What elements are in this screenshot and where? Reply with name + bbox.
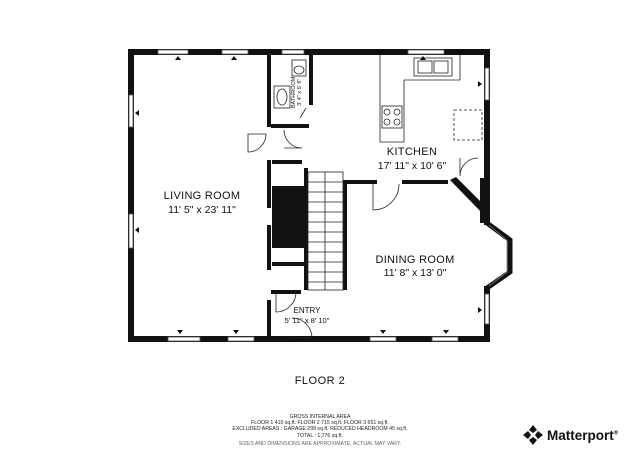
living-room-dims: 11' 5" x 23' 11" <box>168 204 236 216</box>
bathroom-fixtures <box>273 59 307 109</box>
bathroom-dims: 3' 4" x 5' 9" <box>297 78 303 106</box>
area-total: TOTAL : 1,776 sq.ft. <box>296 432 344 439</box>
kitchen-counters <box>379 55 461 143</box>
wall-markers <box>135 56 482 334</box>
kitchen-name: KITCHEN <box>386 146 438 158</box>
area-heading: GROSS INTERNAL AREA <box>289 414 351 420</box>
doors <box>247 107 479 339</box>
area-disclaimer: SIZES AND DIMENSIONS ARE APPROXIMATE, AC… <box>238 440 402 447</box>
interior-walls <box>267 55 487 338</box>
area-summary: GROSS INTERNAL AREA FLOOR 1 410 sq.ft. F… <box>232 414 407 447</box>
floor-title: FLOOR 2 <box>294 375 346 387</box>
dining-room-name: DINING ROOM <box>375 254 455 266</box>
brand-name: Matterport® <box>547 427 619 443</box>
entry-name: ENTRY <box>293 306 321 315</box>
kitchen-dims: 17' 11" x 10' 6" <box>377 160 447 172</box>
living-room-name: LIVING ROOM <box>163 190 241 202</box>
entry-dims: 5' 11" x 8' 10" <box>284 316 330 325</box>
area-floors: FLOOR 1 410 sq.ft. FLOOR 2 715 sq.ft. FL… <box>251 420 389 427</box>
matterport-logo: Matterport® <box>522 424 618 446</box>
windows <box>128 49 490 342</box>
area-excluded: EXCLUDED AREAS : GARAGE 299 sq.ft. REDUC… <box>232 426 408 433</box>
staircase <box>307 171 344 291</box>
matterport-mark-icon <box>523 425 543 445</box>
dining-room-dims: 11' 8" x 13' 0" <box>383 267 447 279</box>
kitchen-island <box>453 109 483 141</box>
bay-window <box>485 220 513 291</box>
bay-window-glass <box>488 224 508 287</box>
bathroom-label: BATHROOM 3' 4" x 5' 9" <box>291 77 303 108</box>
